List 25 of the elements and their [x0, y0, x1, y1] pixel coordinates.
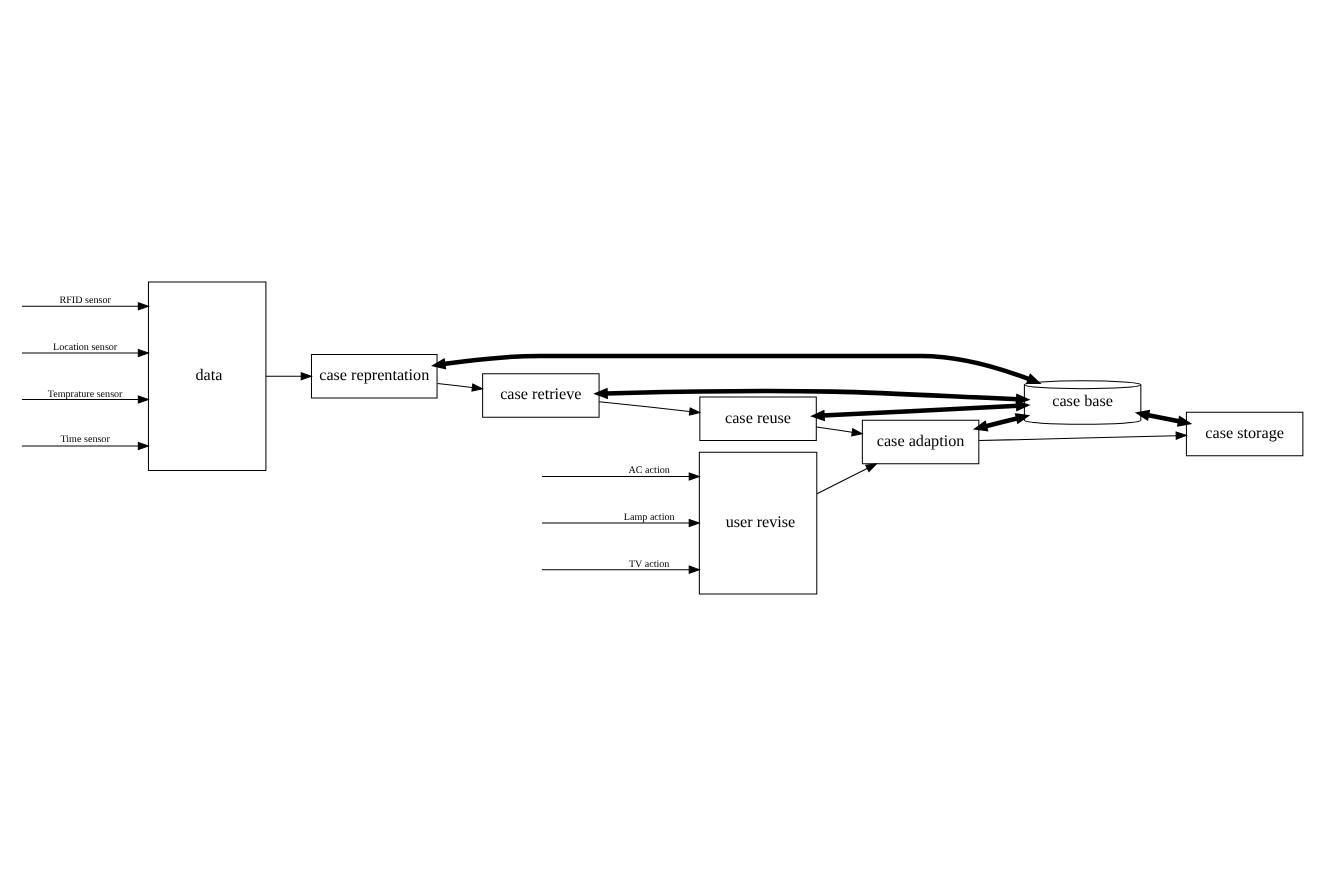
- arrow: [810, 400, 1031, 422]
- arrow: [431, 353, 1042, 385]
- arrow: [816, 463, 878, 495]
- arrow: [436, 383, 484, 392]
- arrow: [541, 518, 701, 528]
- arrow: [978, 431, 1188, 442]
- arrow: [21, 348, 150, 358]
- node-box: user revise: [698, 451, 818, 595]
- arrow: [972, 413, 1031, 432]
- arrow: [593, 387, 1031, 405]
- arrow: [541, 472, 701, 481]
- node-box: case reprentation: [310, 353, 438, 399]
- arrow: [265, 371, 313, 381]
- node-box: data: [147, 281, 267, 471]
- node-box: case reuse: [699, 396, 817, 442]
- node-box: case adaption: [861, 419, 980, 465]
- arrow: [816, 426, 864, 437]
- arrow: [598, 401, 702, 416]
- node-box: case retrieve: [482, 373, 600, 418]
- arrow: [541, 565, 701, 574]
- arrow: [21, 302, 150, 311]
- node-box: case storage: [1185, 411, 1304, 457]
- arrow: [21, 441, 150, 451]
- arrow: [21, 395, 150, 404]
- arrow: [1134, 409, 1193, 427]
